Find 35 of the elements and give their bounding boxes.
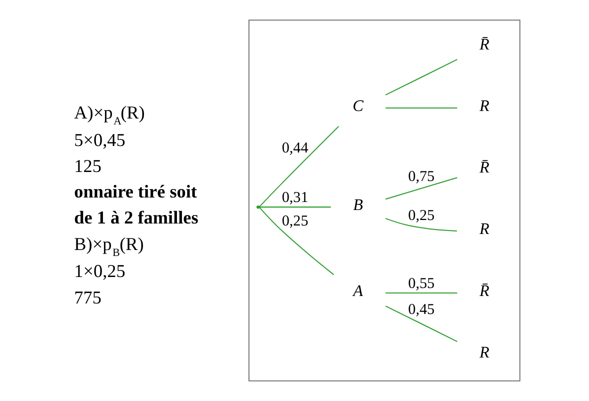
connector — [258, 126, 339, 208]
node-point — [256, 205, 260, 209]
connector — [258, 206, 330, 208]
node-text: R̄ — [478, 282, 489, 300]
connector — [384, 177, 457, 200]
connector — [384, 218, 456, 232]
edge-label: 0,44 — [281, 140, 308, 157]
connector — [384, 306, 457, 342]
edge-label: 0,25 — [281, 212, 308, 230]
edge-label: 0,25 — [408, 207, 434, 224]
label: onnaire tiré soit — [74, 181, 196, 202]
node-text: R̄ — [478, 36, 489, 54]
label: de 1 à 2 familles — [74, 208, 198, 228]
node-text: R̄ — [478, 160, 489, 177]
label: 125 — [74, 156, 101, 176]
cluster — [248, 20, 520, 382]
label: A)×p$_{A}$(R) — [74, 102, 144, 128]
label: 1×0,25 — [74, 261, 125, 282]
edge-label: 0,31 — [281, 189, 308, 206]
label: B)×p$_{B}$(R) — [74, 234, 144, 259]
node-text: C — [352, 98, 363, 115]
node-text: B — [352, 196, 363, 214]
node-text: R — [478, 221, 489, 238]
connector — [385, 108, 457, 109]
edge-label: 0,75 — [408, 168, 434, 185]
connector — [384, 59, 457, 96]
label: 5×0,45 — [74, 130, 125, 150]
edge-label: 0,55 — [408, 274, 434, 292]
node-text: A — [352, 282, 363, 300]
label: 775 — [74, 287, 101, 308]
node-text: R — [478, 344, 489, 362]
edge-label: 0,45 — [408, 301, 434, 318]
connector — [385, 292, 457, 294]
connector — [258, 206, 334, 276]
node-text: R — [478, 98, 489, 115]
